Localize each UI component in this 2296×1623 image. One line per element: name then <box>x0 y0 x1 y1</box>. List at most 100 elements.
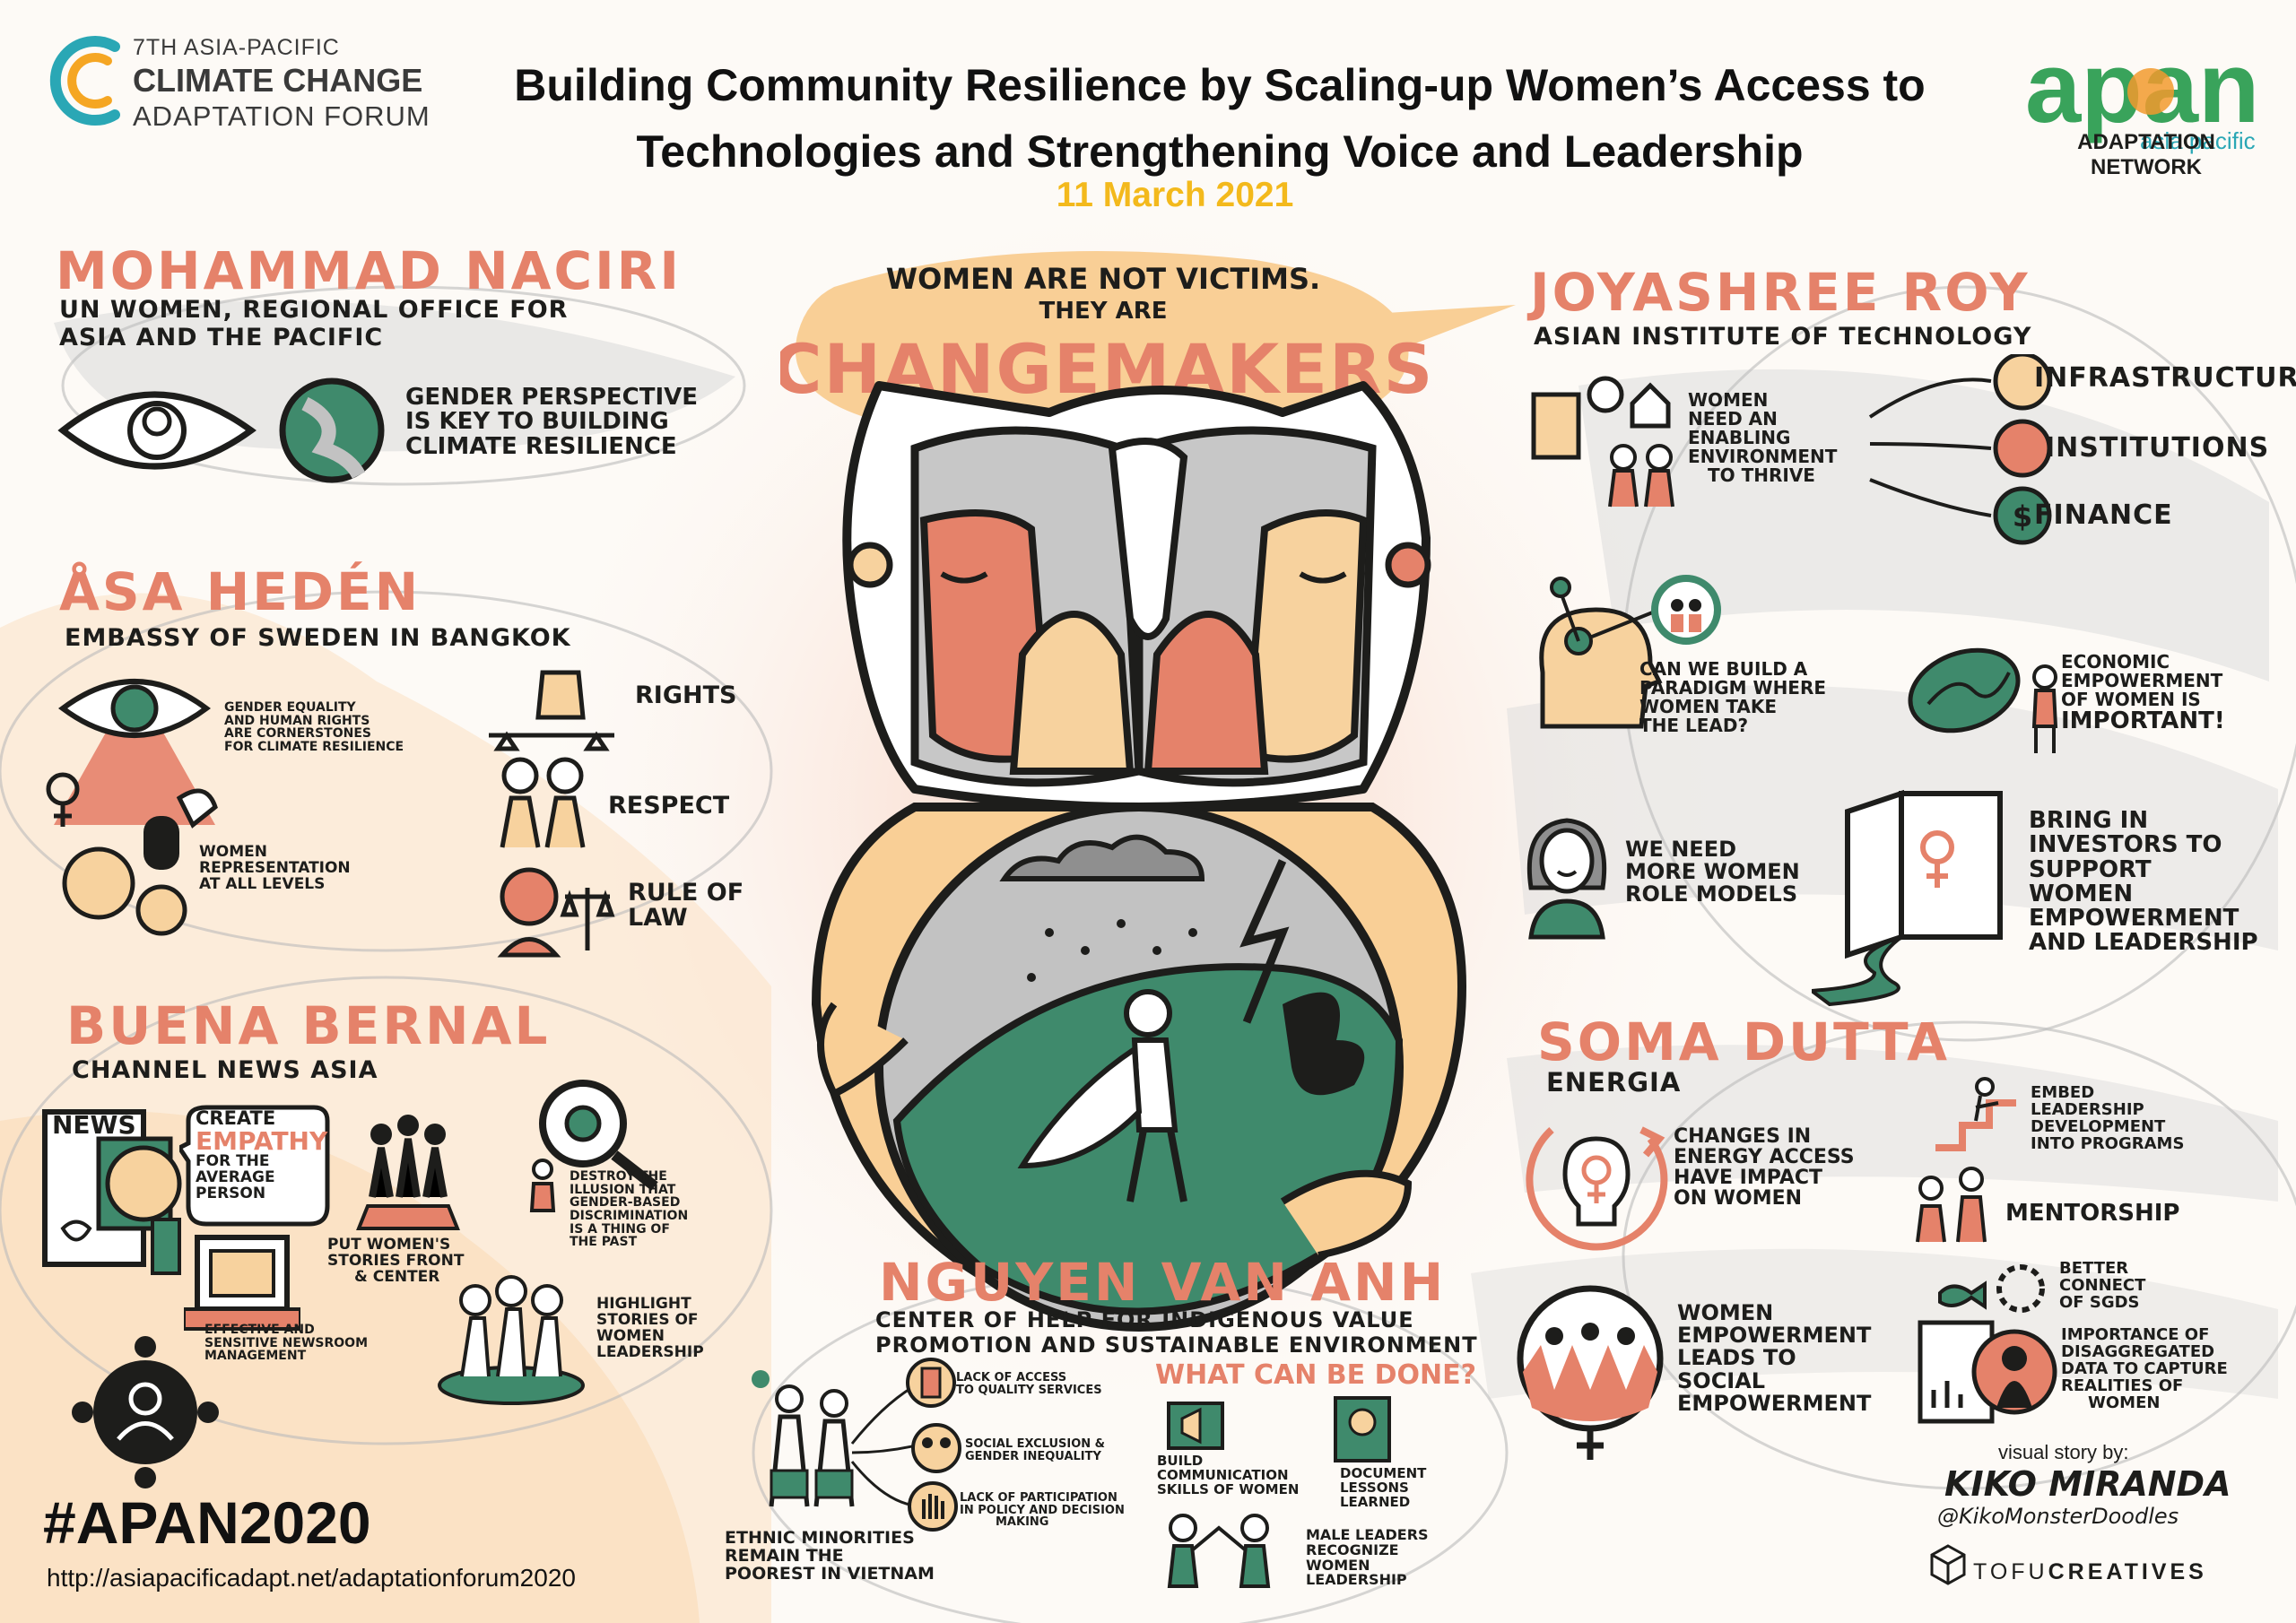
speaker-name-dutta: SOMA DUTTA <box>1537 1011 1950 1072</box>
speaker-name-heden: ÅSA HEDÉN <box>59 561 422 622</box>
speaker-org-roy: ASIAN INSTITUTE OF TECHNOLOGY <box>1534 323 2032 351</box>
women-faces-icon <box>842 381 1431 812</box>
event-url-link[interactable]: http://asiapacificadapt.net/adaptationfo… <box>47 1564 576 1592</box>
women-leaders-icon <box>438 1275 585 1405</box>
front-line: PUT WOMEN'S <box>327 1236 451 1254</box>
mentorship-icon <box>1916 1167 1987 1243</box>
heden-note-line: AT ALL LEVELS <box>199 874 326 893</box>
bernal-destroy: DESTROY THE ILLUSION THAT GENDER-BASED D… <box>570 1170 688 1249</box>
data-line: REALITIES OF <box>2061 1376 2184 1395</box>
front-line: & CENTER <box>354 1267 440 1286</box>
access-line: TO QUALITY SERVICES <box>956 1383 1102 1397</box>
forum-line-1: 7TH ASIA-PACIFIC <box>133 35 340 60</box>
heden-note-line: REPRESENTATION <box>199 858 351 877</box>
embed-line: LEADERSHIP <box>2031 1099 2144 1119</box>
social-empowerment-icon <box>1517 1285 1664 1460</box>
dutta-sdgs: BETTER CONNECT OF SGDS <box>2059 1260 2146 1312</box>
anh-build: BUILD COMMUNICATION SKILLS OF WOMEN <box>1157 1454 1299 1497</box>
roy-finance: FINANCE <box>2034 499 2173 531</box>
exclusion-line: SOCIAL EXCLUSION & <box>965 1437 1106 1451</box>
women-representation-icon <box>62 816 187 936</box>
speaker-org-heden: EMBASSY OF SWEDEN IN BANGKOK <box>65 624 571 652</box>
male-line: RECOGNIZE <box>1306 1541 1399 1558</box>
roy-investors: BRING IN INVESTORS TO SUPPORT WOMEN EMPO… <box>2029 808 2258 957</box>
destroy-line: ILLUSION THAT <box>570 1182 676 1197</box>
role-line: ROLE MODELS <box>1625 881 1798 907</box>
empathy-line: EMPATHY <box>196 1126 328 1157</box>
people-group-icon <box>356 1115 460 1230</box>
enable-line: WOMEN <box>1688 389 1769 411</box>
energy-line: ENERGY ACCESS <box>1674 1146 1855 1169</box>
paradigm-line: CAN WE BUILD A <box>1639 658 1808 680</box>
roy-enable: WOMEN NEED AN ENABLING ENVIRONMENT TO TH… <box>1688 391 1837 485</box>
investors-line: EMPOWERMENT <box>2029 905 2239 933</box>
dutta-embed: EMBED LEADERSHIP DEVELOPMENT INTO PROGRA… <box>2031 1084 2184 1153</box>
empathy-line: PERSON <box>196 1185 266 1203</box>
investors-line: SUPPORT <box>2029 855 2152 883</box>
empathy-line: AVERAGE <box>196 1168 275 1187</box>
bernal-highlight: HIGHLIGHT STORIES OF WOMEN LEADERSHIP <box>596 1295 704 1361</box>
social-line: LEADS TO <box>1677 1345 1796 1371</box>
anh-org-line-2: PROMOTION AND SUSTAINABLE ENVIRONMENT <box>875 1332 1478 1358</box>
speaker-name-bernal: BUENA BERNAL <box>66 995 551 1056</box>
apan-logo-sub: asia pacific <box>2140 127 2256 154</box>
small-woman-icon <box>529 1159 556 1212</box>
heden-note-line: ARE CORNERSTONES <box>224 726 371 742</box>
economic-line: OF WOMEN IS <box>2061 689 2201 710</box>
money-growth-icon <box>1908 647 2058 753</box>
bernal-news: NEWS <box>52 1110 136 1140</box>
magnifier-icon <box>539 1080 658 1191</box>
social-line: WOMEN <box>1677 1300 1774 1325</box>
investors-line: INVESTORS TO <box>2029 831 2222 859</box>
anh-org-line-1: CENTER OF HELP FOR INDIGENOUS VALUE <box>875 1307 1414 1332</box>
role-line: MORE WOMEN <box>1625 859 1800 885</box>
open-door-icon <box>1812 789 2003 1007</box>
highlight-line: HIGHLIGHT <box>596 1295 691 1313</box>
social-line: SOCIAL <box>1677 1367 1766 1393</box>
document-line: LEARNED <box>1340 1493 1411 1510</box>
exclusion-line: GENDER INEQUALITY <box>965 1449 1101 1463</box>
male-line: MALE LEADERS <box>1306 1526 1429 1543</box>
forum-line-3: ADAPTATION FORUM <box>133 100 430 133</box>
bernal-newsroom: EFFECTIVE AND SENSITIVE NEWSROOM MANAGEM… <box>204 1324 368 1363</box>
anh-participation: LACK OF PARTICIPATION IN POLICY AND DECI… <box>960 1492 1125 1529</box>
sdgs-line: CONNECT <box>2059 1275 2146 1295</box>
credit-name: KIKO MIRANDA <box>1944 1464 2231 1504</box>
roy-infrastructure: INFRASTRUCTURE <box>2034 362 2296 394</box>
news-paper-icon <box>42 1109 182 1275</box>
destroy-line: GENDER-BASED <box>570 1195 681 1211</box>
heden-note-2: WOMEN REPRESENTATION AT ALL LEVELS <box>199 844 351 893</box>
empathy-line: FOR THE <box>196 1152 270 1171</box>
eye-gender-globe-icon <box>57 378 385 483</box>
minorities-line: REMAIN THE <box>725 1545 844 1566</box>
investors-line: AND LEADERSHIP <box>2029 929 2258 957</box>
newsroom-line: SENSITIVE NEWSROOM <box>204 1335 369 1350</box>
bernal-empathy: CREATE EMPATHY FOR THE AVERAGE PERSON <box>196 1108 327 1202</box>
embed-line: DEVELOPMENT <box>2031 1116 2166 1136</box>
energy-line: CHANGES IN <box>1674 1125 1812 1148</box>
person-network-icon <box>72 1336 219 1488</box>
highlight-line: LEADERSHIP <box>596 1342 704 1361</box>
tofu-logo-icon <box>1930 1544 1966 1585</box>
data-line: DISAGGREGATED <box>2061 1341 2215 1361</box>
destroy-line: DESTROY THE <box>570 1169 667 1184</box>
dutta-energy: CHANGES IN ENERGY ACCESS HAVE IMPACT ON … <box>1674 1126 1855 1209</box>
newsroom-line: EFFECTIVE AND <box>204 1323 315 1337</box>
heden-rule-of-law: RULE OF LAW <box>628 880 744 932</box>
roy-institutions: INSTITUTIONS <box>2045 432 2270 464</box>
destroy-line: IS A THING OF <box>570 1221 670 1237</box>
forum-logo-icon <box>49 36 120 126</box>
speaker-name-roy: JOYASHREE ROY <box>1530 262 2031 323</box>
hashtag: #APAN2020 <box>43 1489 371 1556</box>
studio-name-1: TOFU <box>1973 1559 2048 1584</box>
data-line: IMPORTANCE OF <box>2061 1325 2210 1344</box>
heden-respect: RESPECT <box>608 792 730 820</box>
energy-line: ON WOMEN <box>1674 1187 1803 1211</box>
studio-name: TOFUCREATIVES <box>1973 1559 2207 1585</box>
enable-line: ENVIRONMENT <box>1688 446 1838 467</box>
title-line-1: Building Community Resilience by Scaling… <box>514 60 1926 110</box>
naciri-note: GENDER PERSPECTIVE IS KEY TO BUILDING CL… <box>405 385 698 459</box>
speaker-name-naciri: MOHAMMAD NACIRI <box>56 240 682 301</box>
sdgs-line: OF SGDS <box>2059 1292 2140 1312</box>
two-people-icon <box>500 757 586 848</box>
